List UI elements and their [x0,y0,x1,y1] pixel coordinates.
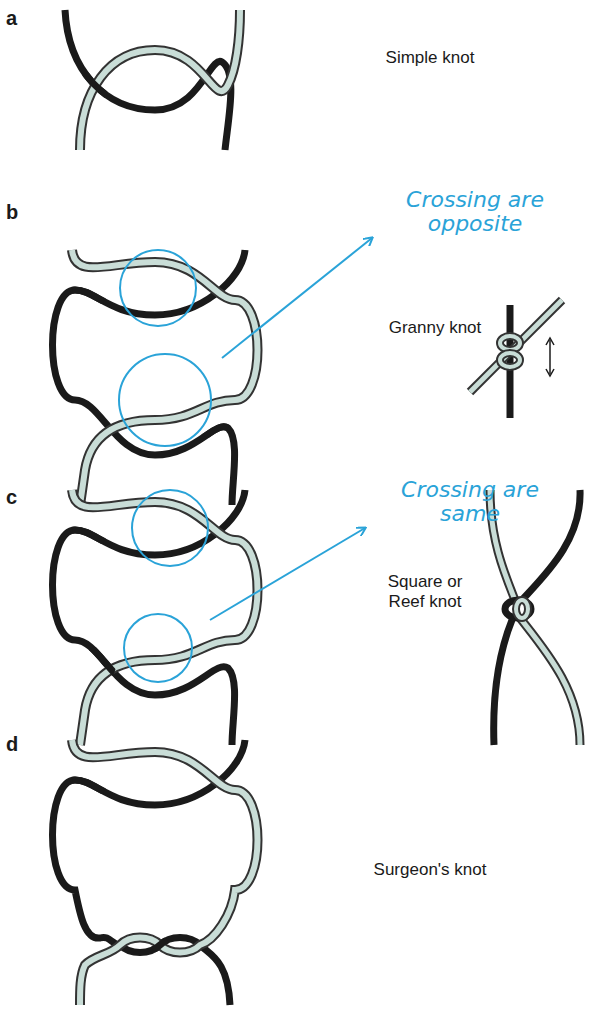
handwritten-note: Crossing are same [370,478,570,526]
handwritten-note: Crossing are opposite [375,188,575,236]
knot-name: Surgeon's knot [370,860,490,880]
panel-letter: b [6,200,36,224]
panel-letter: d [6,732,36,756]
knot-name: Granny knot [385,318,485,338]
panel-letter: a [6,6,36,30]
panel-letter: c [6,485,36,509]
knot-name: Simple knot [385,48,475,68]
knot-name: Square or Reef knot [370,572,480,613]
